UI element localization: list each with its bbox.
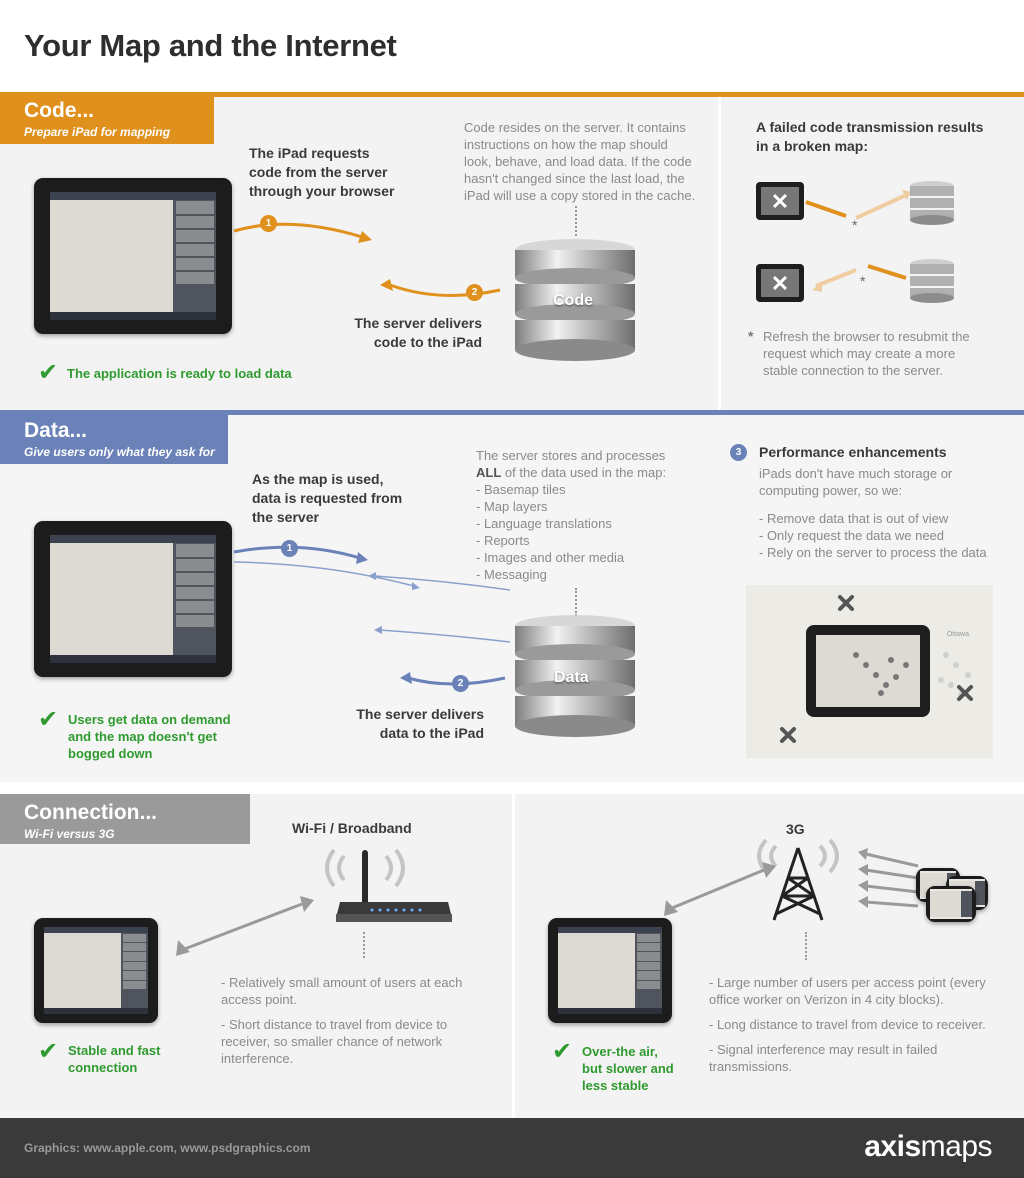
g3-dotted-connector [805,932,807,960]
data-dotted-connector [575,588,577,616]
data-deliver-text: The server delivers data to the iPad [356,706,484,741]
wifi-points: - Relatively small amount of users at ea… [221,975,463,1066]
map-illustration-marks [780,595,973,743]
svg-text:✕: ✕ [771,271,789,296]
ipad-icon [34,178,232,334]
perf-title: Performance enhancements [759,444,947,460]
data-store-text: The server stores and processes ALL of t… [476,448,667,582]
wifi-dotted-connector [363,932,365,958]
code-db-label: Code [553,292,593,309]
check-icon: ✔ [38,359,59,386]
database-icon [515,239,635,361]
code-heading: Code... [24,99,95,122]
code-result: The application is ready to load data [67,366,292,381]
refresh-asterisk: * [748,328,754,344]
connection-subheading: Wi-Fi versus 3G [24,827,115,841]
error-x-icon [780,595,973,743]
code-divider [718,97,721,410]
data-db-label: Data [554,669,589,686]
check-icon: ✔ [38,1038,59,1065]
perf-description: iPads don't have much storage or computi… [759,466,953,498]
failed-transmission-diagram: ✕ * ✕ * [756,181,954,303]
data-step-1: 1 [281,540,298,557]
code-tab: Code... Prepare iPad for mapping [0,92,214,144]
data-step-2: 2 [452,675,469,692]
g3-result: Over-the air, but slower and less stable [582,1044,674,1093]
svg-text:*: * [852,217,858,233]
footer-credit: Graphics: www.apple.com, www.psdgraphics… [24,1141,311,1155]
footer: Graphics: www.apple.com, www.psdgraphics… [0,1118,1024,1178]
ipad-icon [34,918,158,1023]
perf-step-3: 3 [730,444,747,461]
data-result: Users get data on demand and the map doe… [68,712,231,761]
data-subheading: Give users only what they ask for [24,445,215,459]
svg-text:*: * [860,273,866,289]
signal-waves-icon [325,848,405,888]
code-step-2: 2 [466,284,483,301]
ipad-icon [548,918,672,1023]
check-icon: ✔ [552,1038,573,1065]
perf-list: - Remove data that is out of view - Only… [759,511,987,560]
g3-incoming-arrows [858,848,919,908]
wifi-result: Stable and fast connection [68,1043,161,1075]
code-deliver-text: The server delivers code to the iPad [354,315,482,350]
code-request-text: The iPad requests code from the server t… [249,145,395,199]
svg-text:✕: ✕ [771,189,789,214]
wifi-arrow [176,896,314,956]
refresh-text: Refresh the browser to resubmit the requ… [763,329,970,378]
check-icon: ✔ [38,706,59,733]
wifi-title: Wi-Fi / Broadband [292,820,412,836]
connection-tab: Connection... Wi-Fi versus 3G [0,794,250,844]
code-subheading: Prepare iPad for mapping [24,125,171,139]
database-icon [515,615,635,737]
code-arrows [233,222,501,297]
ipad-icon [34,521,232,677]
page-title: Your Map and the Internet [24,28,397,63]
data-request-text: As the map is used, data is requested fr… [252,471,403,525]
connection-heading: Connection... [24,801,157,824]
connection-divider [512,794,515,1118]
data-tab: Data... Give users only what they ask fo… [0,412,228,464]
ipad-icon [926,886,976,922]
code-dotted-connector [575,206,577,236]
g3-title: 3G [786,821,805,837]
wifi-router-icon [325,848,452,922]
cell-tower-icon [757,838,839,921]
brand-logo: axismaps [864,1130,992,1163]
data-arrows [233,545,511,686]
g3-points: - Large number of users per access point… [709,975,986,1074]
g3-arrow [664,862,776,916]
code-server-description: Code resides on the server. It contains … [464,120,696,203]
failed-transmission-text: A failed code transmission results in a … [756,119,984,154]
code-step-1: 1 [260,215,277,232]
data-heading: Data... [24,419,88,442]
